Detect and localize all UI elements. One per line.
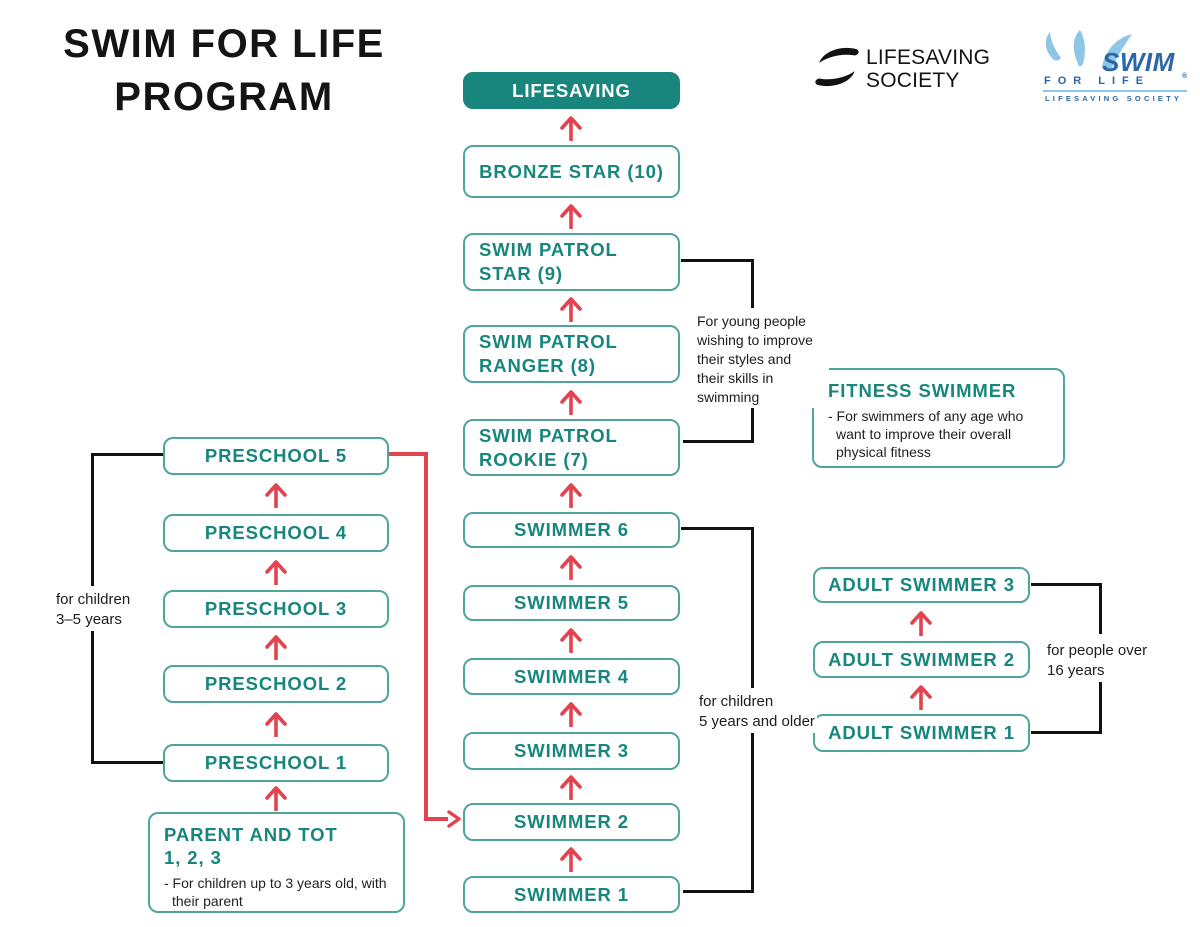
parent-and-tot-description: - For children up to 3 years old, with t… <box>164 875 387 909</box>
box-swim-patrol-rookie-7: SWIM PATROL ROOKIE (7) <box>463 419 680 476</box>
swimmer-bracket-line <box>681 527 754 530</box>
box-label: SWIM PATROL STAR (9) <box>479 239 618 284</box>
up-arrow-icon <box>560 775 582 800</box>
preschool-bracket-line <box>91 453 94 586</box>
adult-bracket-line <box>1031 731 1102 734</box>
up-arrow-icon <box>560 702 582 727</box>
logo-divider <box>1043 90 1187 92</box>
lifesaving-society-logo: LIFESAVING SOCIETY <box>812 38 1047 100</box>
fitness-swimmer-description: - For swimmers of any age who want to im… <box>828 408 1024 460</box>
swim-patrol-bracket-line <box>681 259 754 262</box>
up-arrow-icon <box>910 611 932 636</box>
box-swimmer-6: SWIMMER 6 <box>463 512 680 548</box>
registered-mark: ® <box>1182 73 1188 80</box>
adult-bracket-line <box>1031 583 1102 586</box>
adult-bracket-line <box>1099 583 1102 634</box>
box-label: PRESCHOOL 2 <box>204 673 348 694</box>
box-label: SWIMMER 4 <box>514 665 629 687</box>
box-swimmer-2: SWIMMER 2 <box>463 803 680 841</box>
box-swim-patrol-ranger-8: SWIM PATROL RANGER (8) <box>463 325 680 383</box>
box-label: PRESCHOOL 4 <box>204 522 348 543</box>
box-label: SWIM PATROL ROOKIE (7) <box>479 424 618 470</box>
preschool-bracket-line <box>91 631 94 764</box>
preschool-bracket-line <box>93 453 163 456</box>
swim-patrol-note: For young people wishing to improve thei… <box>695 311 829 408</box>
box-label: PRESCHOOL 1 <box>204 752 348 773</box>
preschool-to-swimmer2-connector <box>424 452 428 820</box>
box-adult-swimmer-2: ADULT SWIMMER 2 <box>813 641 1030 678</box>
box-adult-swimmer-1: ADULT SWIMMER 1 <box>813 714 1030 752</box>
box-lifesaving: LIFESAVING <box>463 72 680 109</box>
swim-patrol-bracket-line <box>683 440 754 443</box>
swimmer-age-note: for children 5 years and older <box>697 691 817 733</box>
up-arrow-icon <box>560 555 582 580</box>
box-adult-swimmer-3: ADULT SWIMMER 3 <box>813 567 1030 603</box>
swimmer-bracket-line <box>751 527 754 688</box>
up-arrow-icon <box>265 712 287 737</box>
logo-subline: LIFESAVING SOCIETY <box>1045 94 1183 103</box>
box-label: ADULT SWIMMER 1 <box>828 722 1015 743</box>
swim-for-life-logo: SWIM FOR LIFE ® LIFESAVING SOCIETY <box>1038 28 1194 106</box>
preschool-age-note: for children 3–5 years <box>54 589 133 631</box>
parent-and-tot-title: PARENT AND TOT 1, 2, 3 <box>164 824 338 868</box>
box-label: ADULT SWIMMER 3 <box>828 574 1015 595</box>
box-swimmer-3: SWIMMER 3 <box>463 732 680 770</box>
up-arrow-icon <box>910 685 932 710</box>
up-arrow-icon <box>560 297 582 322</box>
up-arrow-icon <box>560 116 582 141</box>
box-label: SWIMMER 3 <box>514 740 629 761</box>
box-swimmer-4: SWIMMER 4 <box>463 658 680 695</box>
box-label: PRESCHOOL 3 <box>204 598 348 619</box>
box-swimmer-5: SWIMMER 5 <box>463 585 680 621</box>
box-preschool-3: PRESCHOOL 3 <box>163 590 389 628</box>
swimmer-bracket-line <box>751 732 754 892</box>
lifesaving-society-wordmark: LIFESAVING SOCIETY <box>866 46 990 92</box>
box-label: PRESCHOOL 5 <box>204 445 348 466</box>
box-label: SWIMMER 6 <box>514 519 629 540</box>
preschool-to-swimmer2-connector <box>389 452 427 456</box>
box-preschool-5: PRESCHOOL 5 <box>163 437 389 475</box>
box-bronze-star-10: BRONZE STAR (10) <box>463 145 680 198</box>
box-label: SWIMMER 1 <box>514 883 629 905</box>
up-arrow-icon <box>560 847 582 872</box>
box-preschool-2: PRESCHOOL 2 <box>163 665 389 703</box>
fitness-swimmer-title: FITNESS SWIMMER <box>828 380 1017 401</box>
swim-patrol-bracket-line <box>751 259 754 308</box>
up-arrow-icon <box>560 204 582 229</box>
up-arrow-icon <box>560 483 582 508</box>
box-preschool-4: PRESCHOOL 4 <box>163 514 389 552</box>
box-label: ADULT SWIMMER 2 <box>828 648 1015 670</box>
box-label: SWIMMER 5 <box>514 592 629 613</box>
box-label: LIFESAVING <box>512 79 631 101</box>
up-arrow-icon <box>265 786 287 811</box>
lifesaving-society-line2: SOCIETY <box>866 69 960 92</box>
box-label: SWIM PATROL RANGER (8) <box>479 331 618 376</box>
lifesaving-society-line1: LIFESAVING <box>866 46 991 69</box>
up-arrow-icon <box>560 390 582 415</box>
adult-age-note: for people over 16 years <box>1045 640 1150 682</box>
up-arrow-icon <box>265 483 287 508</box>
preschool-to-swimmer2-connector <box>424 817 448 821</box>
box-fitness-swimmer: FITNESS SWIMMER - For swimmers of any ag… <box>812 368 1065 468</box>
water-splash-icon <box>1045 30 1132 70</box>
up-arrow-icon <box>265 635 287 660</box>
box-swim-patrol-star-9: SWIM PATROL STAR (9) <box>463 233 680 291</box>
preschool-bracket-line <box>93 761 163 764</box>
page-title: SWIM FOR LIFE PROGRAM <box>63 22 385 119</box>
adult-bracket-line <box>1099 679 1102 734</box>
swim-wordmark: SWIM <box>1102 47 1175 77</box>
swimmer-bracket-line <box>683 890 754 893</box>
swim-patrol-bracket-line <box>751 401 754 443</box>
up-arrow-icon <box>560 628 582 653</box>
box-label: BRONZE STAR (10) <box>479 160 664 182</box>
up-arrow-icon <box>265 560 287 585</box>
right-arrow-icon <box>447 810 461 828</box>
box-swimmer-1: SWIMMER 1 <box>463 876 680 913</box>
for-life-tagline: FOR LIFE <box>1044 75 1151 87</box>
lifesaving-society-swoosh-icon <box>815 47 859 87</box>
box-label: SWIMMER 2 <box>514 811 629 832</box>
box-parent-and-tot: PARENT AND TOT 1, 2, 3 - For children up… <box>148 812 405 913</box>
box-preschool-1: PRESCHOOL 1 <box>163 744 389 782</box>
